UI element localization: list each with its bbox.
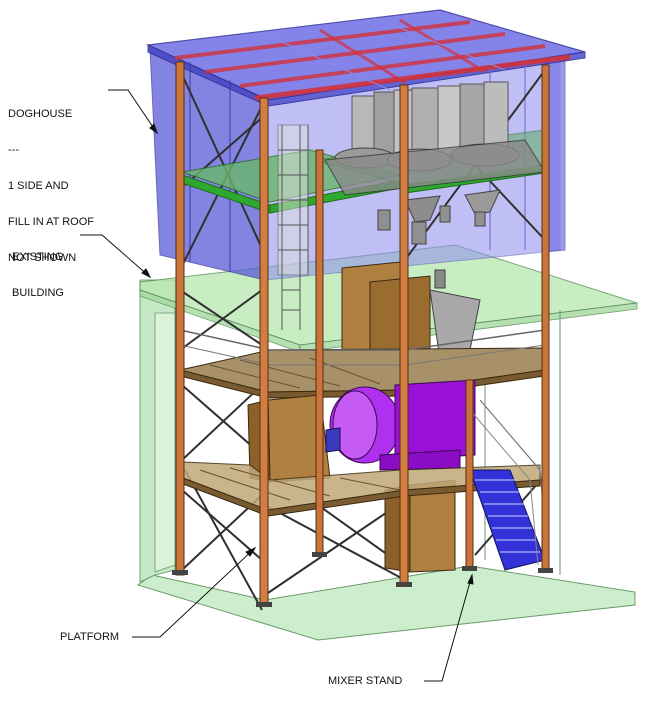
mixer-stand-label: MIXER STAND (328, 675, 403, 687)
cage-ladder (277, 124, 309, 330)
leader-lines (80, 89, 474, 682)
columns (172, 61, 553, 607)
platform-label: PLATFORM (60, 631, 120, 643)
doghouse-label-line3: 1 SIDE AND (8, 180, 69, 192)
hoppers (324, 81, 546, 245)
doghouse-label-line5: NOT SHOWN (8, 252, 77, 264)
existing-building-label-line2: BUILDING (12, 287, 64, 299)
doghouse-label-line4: FILL IN AT ROOF (8, 216, 94, 228)
existing-building-label-line1: EXISTING (12, 251, 64, 263)
existing-building-label: EXISTING BUILDING (12, 227, 64, 311)
doghouse-label-line2: --- (8, 144, 19, 156)
doghouse (145, 9, 586, 281)
lower-equipment (247, 379, 476, 573)
doghouse-label-line1: DOGHOUSE (8, 108, 73, 120)
doghouse-label: DOGHOUSE --- 1 SIDE AND FILL IN AT ROOF … (8, 84, 94, 276)
